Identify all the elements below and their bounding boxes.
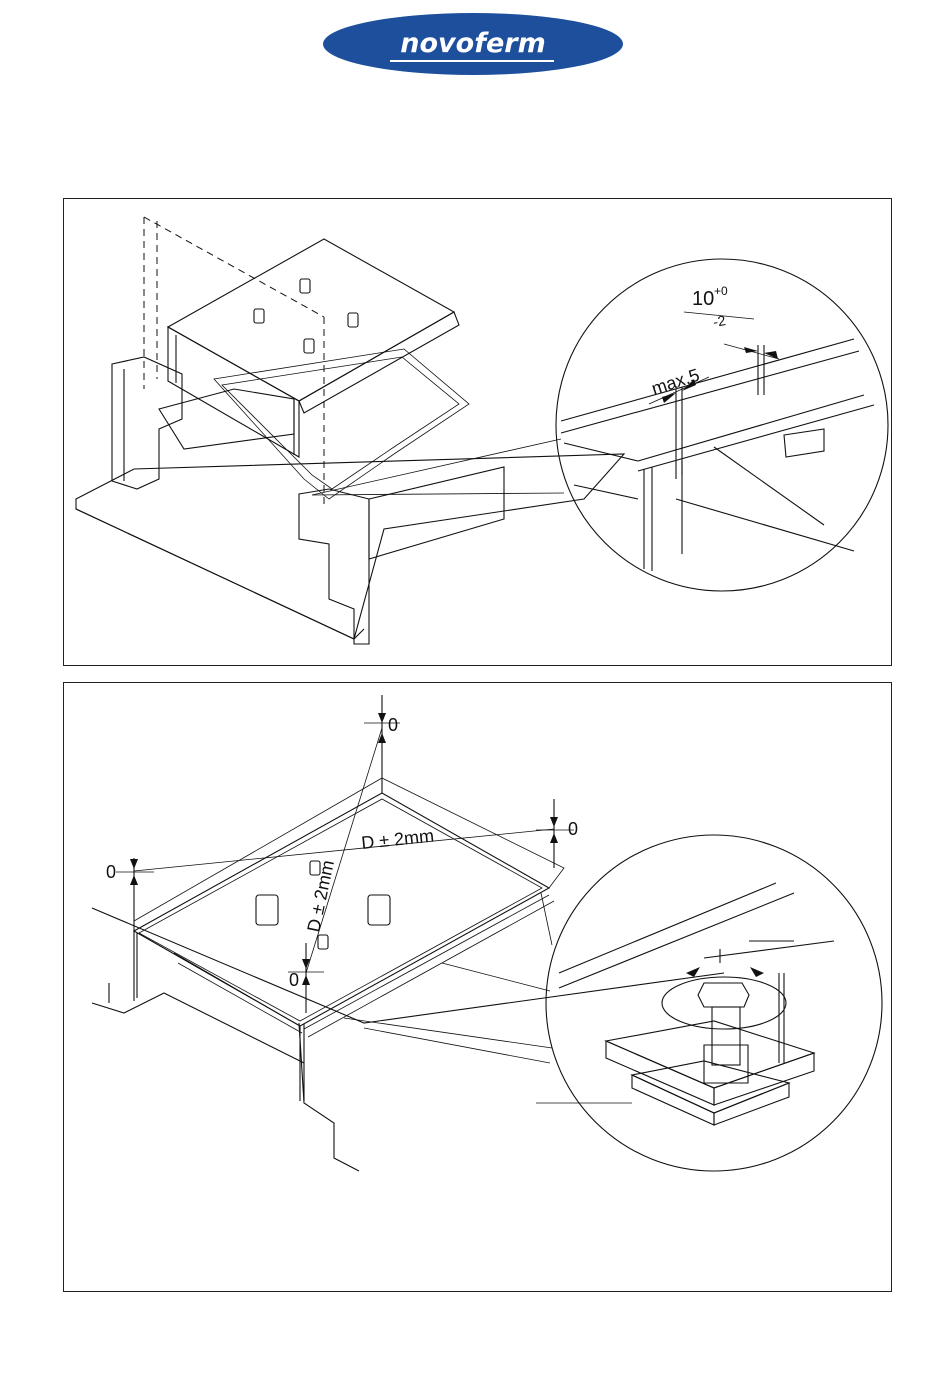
novoferm-logo: novoferm — [322, 12, 624, 76]
figure-1-detail: 10 +0 -2 max.5 — [561, 284, 874, 571]
level-top-label: 0 — [388, 715, 398, 735]
figure-2-panel: D ± 2mm D ± 2mm 0 0 0 0 — [63, 682, 892, 1292]
diagonal-2-label: D ± 2mm — [303, 858, 338, 933]
level-right-label: 0 — [568, 819, 578, 839]
dimension-gap-label: 10 — [692, 288, 714, 310]
level-bottom-label: 0 — [289, 970, 299, 990]
dimension-gap-tol-minus: -2 — [712, 312, 727, 330]
level-left-label: 0 — [106, 862, 116, 882]
figure-1-panel: 10 +0 -2 max.5 — [63, 198, 892, 666]
dimension-gap-tol-plus: +0 — [714, 284, 728, 298]
figure-2-drawing: D ± 2mm D ± 2mm 0 0 0 0 — [64, 683, 893, 1293]
figure-1-drawing: 10 +0 -2 max.5 — [64, 199, 893, 667]
diagonal-1-label: D ± 2mm — [360, 825, 435, 853]
logo-text: novoferm — [400, 28, 545, 59]
figure-2-detail — [536, 883, 834, 1125]
